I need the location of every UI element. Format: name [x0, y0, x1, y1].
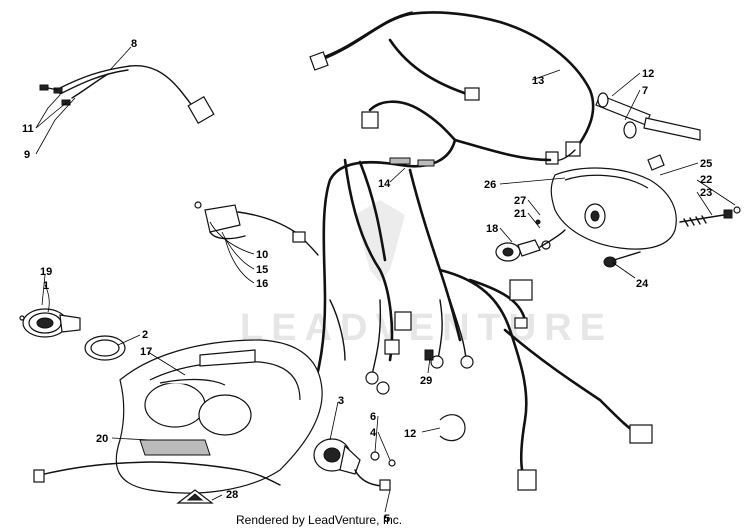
callout-25: 25	[700, 158, 712, 170]
callout-3: 3	[338, 395, 344, 407]
callout-15: 15	[256, 264, 268, 276]
harness-10-15-16	[194, 201, 319, 256]
screw-22-23	[679, 206, 741, 227]
pod-housing-17	[115, 339, 323, 494]
bolt-24	[603, 251, 641, 268]
leader-lines	[35, 46, 736, 513]
callout-24: 24	[636, 278, 649, 290]
callout-labels: 8 11 9 13 12 7 14 25 22 23 26 27 21 18 2…	[22, 38, 712, 525]
callout-28: 28	[226, 489, 238, 501]
callout-27: 27	[514, 195, 526, 207]
callout-10: 10	[256, 249, 268, 261]
callout-11: 11	[22, 123, 34, 135]
lead-wire-20	[33, 461, 281, 486]
callout-22: 22	[700, 174, 712, 186]
watermark: LEADVENTURE	[240, 200, 613, 349]
callout-13: 13	[532, 75, 544, 87]
callout-14: 14	[378, 178, 391, 190]
callout-9: 9	[24, 149, 30, 161]
callout-18: 18	[486, 223, 498, 235]
parts-12-7	[595, 92, 701, 141]
harness-14	[308, 100, 653, 491]
callout-1: 1	[43, 280, 49, 292]
callout-19: 19	[40, 266, 52, 278]
callout-12: 12	[642, 68, 654, 80]
harness-13	[309, 11, 595, 165]
clip-12	[439, 414, 466, 442]
callout-7: 7	[642, 85, 648, 97]
gauge-1	[19, 308, 81, 338]
decal-28	[176, 489, 214, 504]
footer-credit: Rendered by LeadVenture, Inc.	[236, 513, 402, 527]
callout-6: 6	[370, 411, 376, 423]
gauge-3	[313, 438, 396, 491]
callout-20: 20	[96, 433, 108, 445]
ring-2	[84, 335, 126, 361]
callout-5: 5	[384, 513, 390, 525]
harness-8	[39, 65, 215, 124]
callout-21: 21	[514, 208, 526, 220]
callout-16: 16	[256, 278, 268, 290]
callout-12-lower: 12	[404, 428, 416, 440]
headlight-25	[550, 154, 677, 250]
callout-4: 4	[370, 427, 377, 439]
callout-8: 8	[131, 38, 137, 50]
socket-18	[495, 219, 566, 262]
callout-29: 29	[420, 375, 432, 387]
callout-23: 23	[700, 187, 712, 199]
callout-17: 17	[140, 346, 152, 358]
callout-2: 2	[142, 329, 148, 341]
callout-26: 26	[484, 179, 496, 191]
watermark-text: LEADVENTURE	[240, 307, 613, 349]
